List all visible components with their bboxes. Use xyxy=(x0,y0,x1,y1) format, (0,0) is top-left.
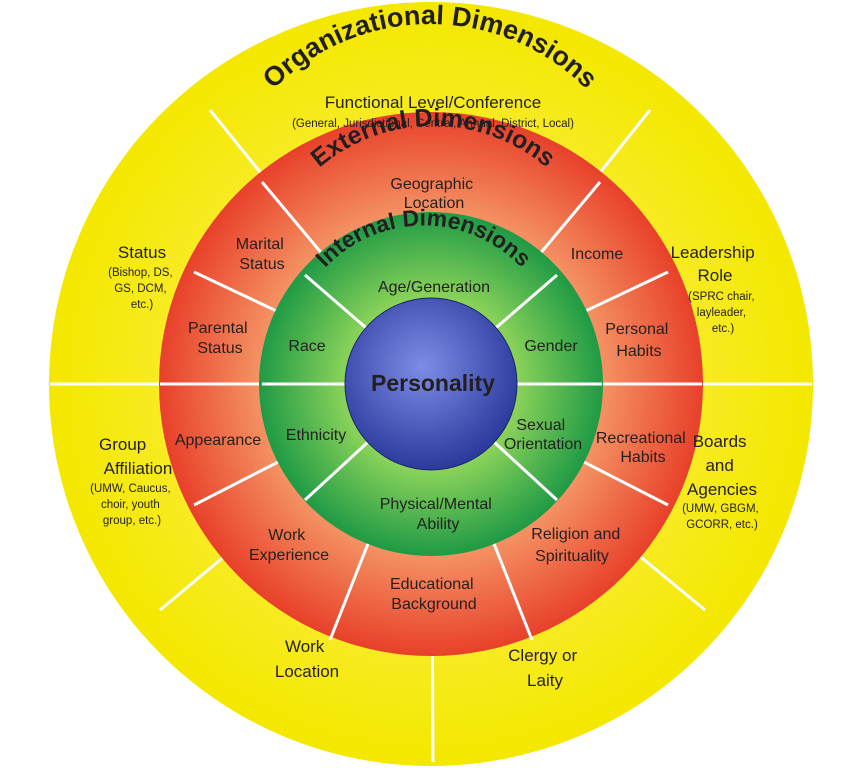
geographic-location-label: Geographic Location xyxy=(390,176,477,212)
work-location-label: Work Location xyxy=(275,637,339,681)
leadership-role-label: Leadership Role xyxy=(671,243,760,285)
functional-level-note: (General, Jurisdictional, Central, Annua… xyxy=(292,118,574,130)
sexual-orientation-label: Sexual Orientation xyxy=(504,417,582,453)
status-note: (Bishop, DS, GS, DCM, etc.) xyxy=(108,267,176,311)
educational-background-label: Educational Background xyxy=(390,576,478,613)
boards-agencies-note: (UMW, GBGM, GCORR, etc.) xyxy=(682,503,762,531)
leadership-role-note: (SPRC chair, layleader, etc.) xyxy=(688,291,758,335)
personality-label: Personality xyxy=(371,370,495,396)
ethnicity-label: Ethnicity xyxy=(286,427,346,444)
work-experience-label: Work Experience xyxy=(249,527,329,564)
boards-agencies-label: Boards and Agencies xyxy=(687,432,757,499)
group-affiliation-label: Group Affiliation xyxy=(99,435,172,478)
personal-habits-label: Personal Habits xyxy=(605,321,673,360)
status-label: Status xyxy=(118,243,166,262)
income-label: Income xyxy=(571,246,624,263)
recreational-habits-label: Recreational Habits xyxy=(596,430,690,466)
group-affiliation-note: (UMW, Caucus, choir, youth group, etc.) xyxy=(90,483,174,527)
gender-label: Gender xyxy=(524,338,578,355)
race-label: Race xyxy=(288,338,325,355)
personality-core xyxy=(344,297,518,471)
clergy-laity-label: Clergy or Laity xyxy=(508,646,582,690)
parental-status-label: Parental Status xyxy=(188,320,252,357)
appearance-label: Appearance xyxy=(175,432,261,449)
religion-spirituality-label: Religion and Spirituality xyxy=(531,526,624,565)
age-generation-label: Age/Generation xyxy=(378,279,490,296)
marital-status-label: Marital Status xyxy=(236,236,288,273)
functional-level-label: Functional Level/Conference xyxy=(325,93,541,112)
physical-mental-ability-label: Physical/Mental Ability xyxy=(380,496,497,533)
